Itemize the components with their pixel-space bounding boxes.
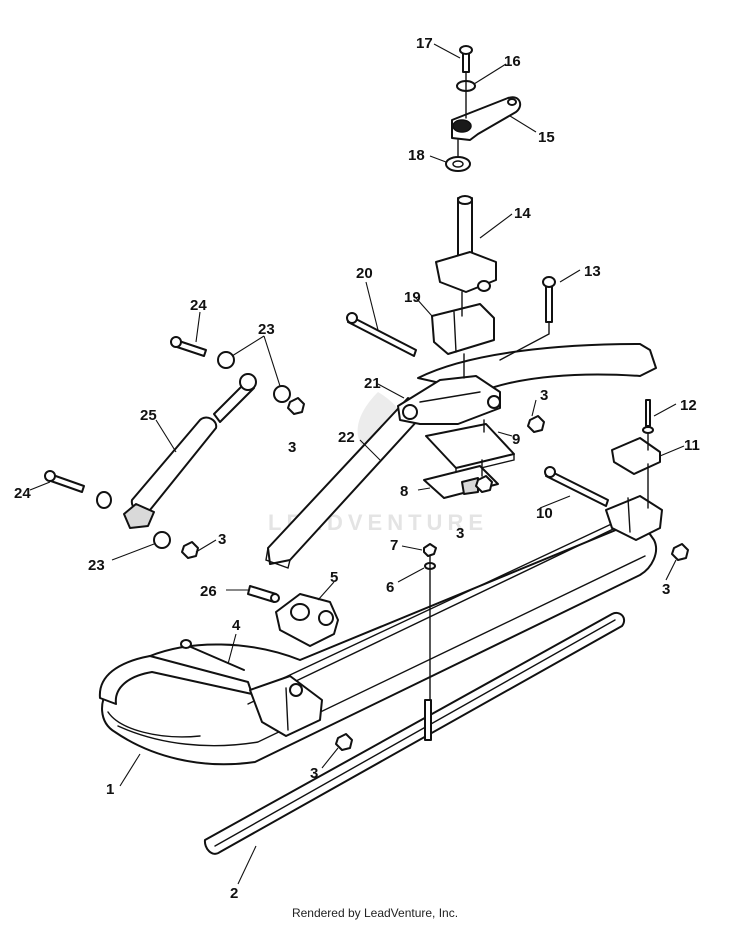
callout-26: 26 — [200, 583, 217, 600]
callout-3: 3 — [310, 765, 318, 782]
callout-23: 23 — [258, 321, 275, 338]
callout-6: 6 — [386, 579, 394, 596]
part-19-bushing — [431, 303, 495, 355]
callout-labels: 17 16 15 18 14 13 20 19 24 23 21 3 12 22… — [14, 35, 700, 902]
callout-21: 21 — [364, 375, 381, 392]
ski-stud — [424, 699, 432, 741]
part-23-bushings — [96, 351, 291, 549]
footer-credit: Rendered by LeadVenture, Inc. — [291, 906, 459, 920]
part-25-shock — [123, 373, 257, 529]
callout-10: 10 — [536, 505, 553, 522]
part-5-saddle — [275, 593, 339, 647]
callout-25: 25 — [140, 407, 157, 424]
part-10-bolt — [544, 466, 609, 507]
callout-13: 13 — [584, 263, 601, 280]
callout-20: 20 — [356, 265, 373, 282]
callout-5: 5 — [330, 569, 338, 586]
callout-12: 12 — [680, 397, 697, 414]
callout-7: 7 — [390, 537, 398, 554]
callout-18: 18 — [408, 147, 425, 164]
callout-9: 9 — [512, 431, 520, 448]
callout-3: 3 — [540, 387, 548, 404]
callout-3: 3 — [218, 531, 226, 548]
part-20-bolt — [346, 312, 417, 357]
callout-3: 3 — [288, 439, 296, 456]
callout-24: 24 — [190, 297, 207, 314]
callout-3: 3 — [456, 525, 464, 542]
callout-14: 14 — [514, 205, 531, 222]
part-21-hanger — [397, 375, 501, 425]
part-26-pin — [247, 585, 280, 603]
front-mount-bracket — [249, 675, 323, 737]
leader-lines — [29, 43, 685, 885]
part-24-bolt-upper — [170, 336, 207, 357]
part-12-pin — [642, 399, 654, 434]
callout-23: 23 — [88, 557, 105, 574]
part-1-ski — [98, 495, 663, 766]
part-14-spindle — [435, 195, 497, 293]
part-9-plate — [425, 423, 515, 475]
part-7-nut — [423, 543, 437, 557]
callout-24: 24 — [14, 485, 31, 502]
callout-19: 19 — [404, 289, 421, 306]
callout-22: 22 — [338, 429, 355, 446]
part-2-wear-bar — [203, 612, 626, 855]
part-8-plate — [423, 465, 499, 499]
part-18-washer — [445, 156, 471, 172]
part-13-bolt — [542, 276, 556, 323]
assembly-axis-lines — [429, 71, 649, 701]
callout-1: 1 — [106, 781, 114, 798]
callout-16: 16 — [504, 53, 521, 70]
callout-8: 8 — [400, 483, 408, 500]
part-4-bolt — [180, 639, 245, 671]
callout-11: 11 — [684, 437, 700, 454]
callout-3: 3 — [662, 581, 670, 598]
callout-17: 17 — [416, 35, 433, 52]
part-17-bolt — [459, 45, 473, 73]
part-11-clip — [611, 437, 661, 475]
part-24-bolt-lower — [44, 470, 85, 493]
part-15-steering-arm — [451, 96, 522, 141]
callout-2: 2 — [230, 885, 238, 902]
callout-4: 4 — [232, 617, 241, 634]
callout-15: 15 — [538, 129, 555, 146]
part-3-nuts — [181, 397, 689, 751]
